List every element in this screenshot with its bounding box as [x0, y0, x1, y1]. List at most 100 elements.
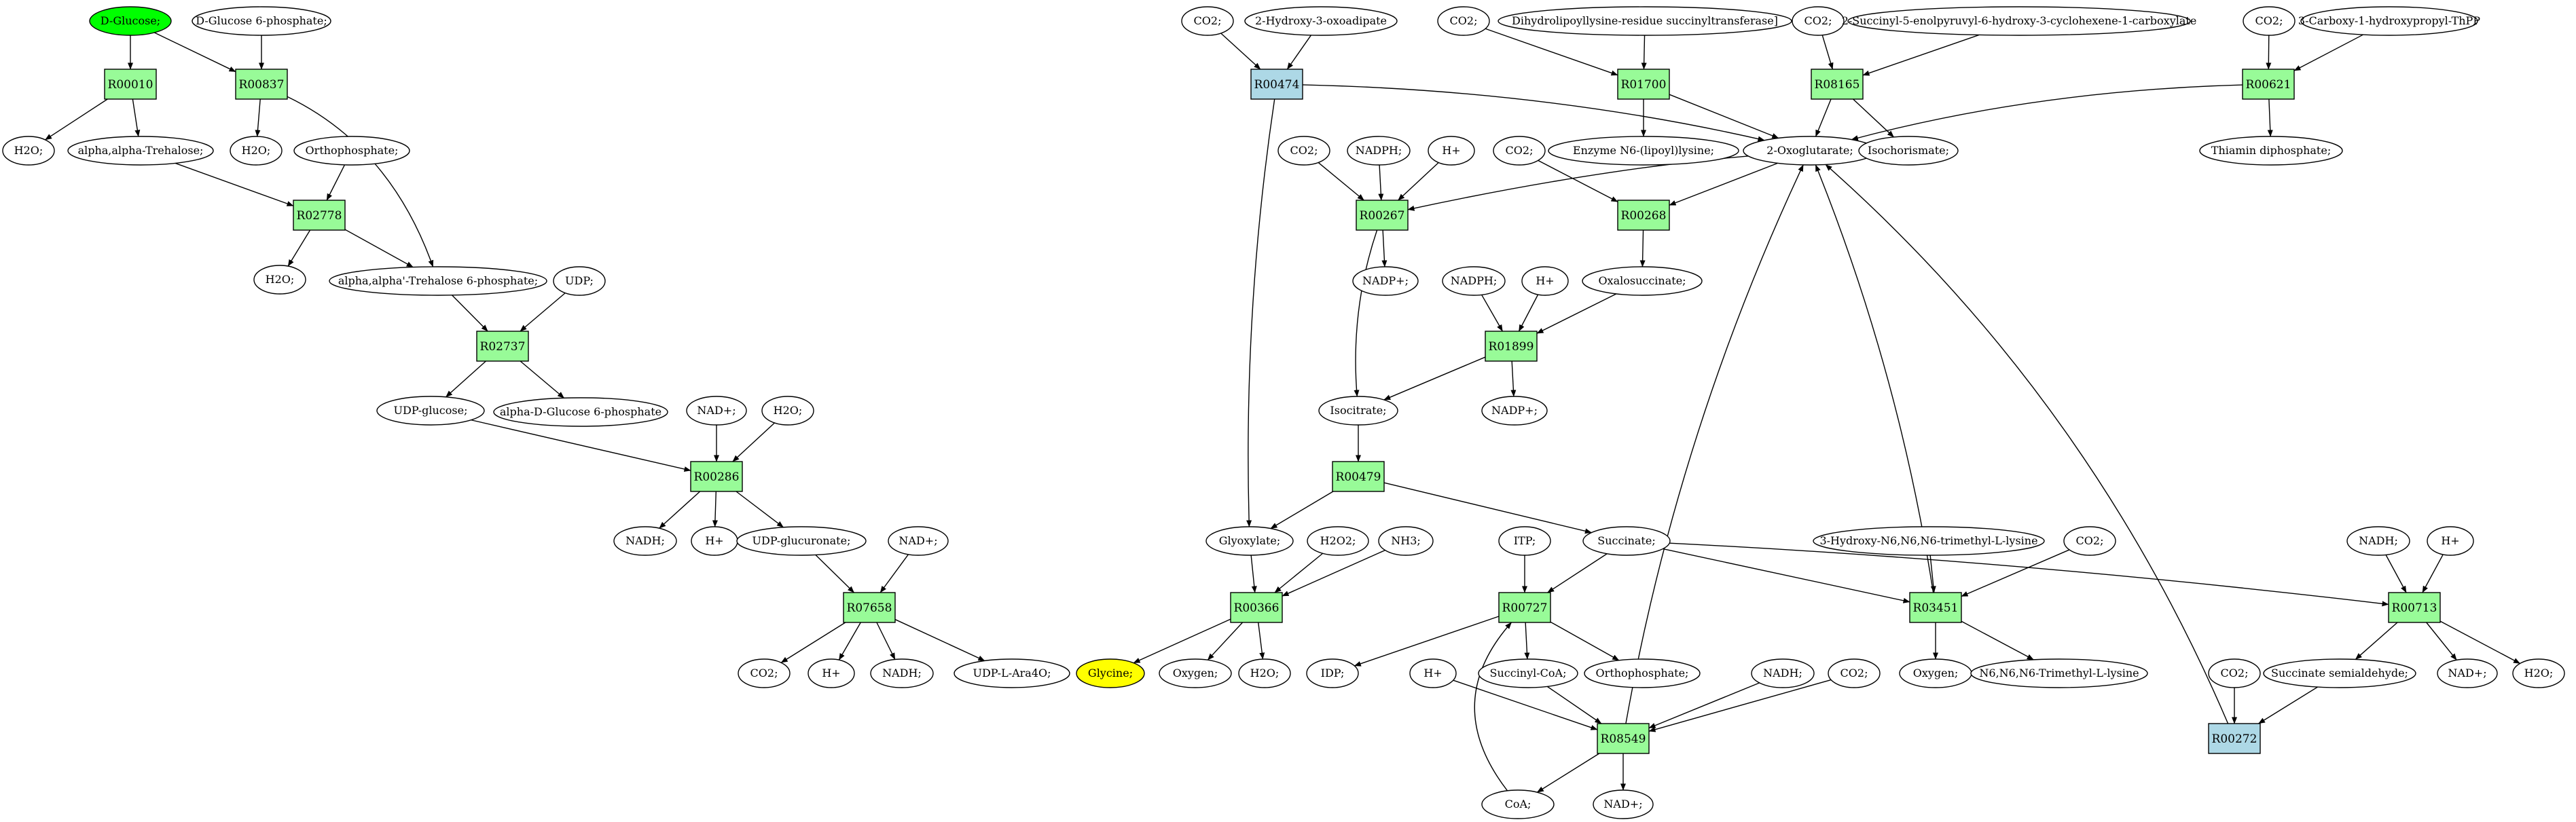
reaction-r00621[interactable]: R00621: [2242, 69, 2295, 100]
reaction-r01899[interactable]: R01899: [1485, 331, 1538, 362]
metabolite-h-e[interactable]: H+: [2427, 526, 2474, 556]
reaction-label: R02778: [297, 209, 342, 223]
metabolite-label: CO2;: [2221, 667, 2249, 679]
metabolite-nh3[interactable]: NH3;: [1378, 526, 1434, 556]
metabolite-nad-d[interactable]: NAD+;: [1593, 789, 1654, 819]
metabolite-co2-a[interactable]: CO2;: [738, 658, 791, 688]
reaction-r00272[interactable]: R00272: [2208, 723, 2261, 754]
metabolite-succinyl-coa[interactable]: Succinyl-CoA;: [1478, 658, 1578, 688]
metabolite-co2-h[interactable]: CO2;: [2063, 526, 2116, 556]
metabolite-udp-glucuronate[interactable]: UDP-glucuronate;: [736, 526, 867, 556]
metabolite-oxygen-b[interactable]: Oxygen;: [1899, 658, 1972, 688]
metabolite-co2-b[interactable]: CO2;: [1181, 6, 1234, 36]
metabolite-hydroxy-oxoadipate[interactable]: 2-Hydroxy-3-oxoadipate: [1244, 6, 1398, 36]
reaction-r08165[interactable]: R08165: [1811, 69, 1864, 100]
reaction-r03451[interactable]: R03451: [1909, 592, 1962, 623]
metabolite-carboxy-hydroxypropyl-thpp[interactable]: 3-Carboxy-1-hydroxypropyl-ThPP: [2298, 6, 2480, 36]
metabolite-glycine[interactable]: Glycine;: [1076, 658, 1145, 688]
reaction-r02737[interactable]: R02737: [476, 331, 529, 362]
metabolite-nadph-b[interactable]: NADPH;: [1442, 266, 1506, 296]
metabolite-h2o-c[interactable]: H2O;: [253, 265, 306, 295]
metabolite-nadh-c[interactable]: NADH;: [2346, 526, 2410, 556]
metabolite-label: H+: [822, 667, 840, 679]
reaction-box: [843, 592, 896, 623]
reaction-r02778[interactable]: R02778: [293, 200, 346, 231]
metabolite-h2o-e[interactable]: H2O;: [1238, 658, 1291, 688]
metabolite-trimethyllysine[interactable]: N6,N6,N6-Trimethyl-L-lysine: [1970, 658, 2148, 688]
metabolite-nad-b[interactable]: NAD+;: [888, 526, 949, 556]
metabolite-nadh-d[interactable]: NADH;: [1751, 658, 1815, 688]
metabolite-udp-l-ara4o[interactable]: UDP-L-Ara4O;: [954, 658, 1070, 688]
reaction-r00267[interactable]: R00267: [1356, 200, 1409, 231]
metabolite-oxygen-a[interactable]: Oxygen;: [1159, 658, 1232, 688]
reaction-r00366[interactable]: R00366: [1230, 592, 1283, 623]
reaction-r00268[interactable]: R00268: [1617, 200, 1670, 231]
metabolite-co2-g[interactable]: CO2;: [1493, 136, 1546, 166]
metabolite-h2o-b[interactable]: H2O;: [230, 136, 283, 166]
edge-d_glucose-to-R00837: [153, 32, 236, 73]
metabolite-h2o-a[interactable]: H2O;: [2, 136, 55, 166]
reaction-box: [293, 200, 346, 231]
metabolite-nad-a[interactable]: NAD+;: [686, 396, 747, 426]
metabolite-alpha-d-glucose-6p[interactable]: alpha-D-Glucose 6-phosphate: [493, 397, 668, 427]
metabolite-nadh-a[interactable]: NADH;: [613, 526, 677, 556]
metabolite-h2o-d[interactable]: H2O;: [761, 396, 814, 426]
reaction-r01700[interactable]: R01700: [1617, 69, 1670, 100]
metabolite-succinate-semialdehyde[interactable]: Succinate semialdehyde;: [2263, 658, 2416, 688]
metabolite-trehalose[interactable]: alpha,alpha-Trehalose;: [67, 136, 214, 166]
reaction-r07658[interactable]: R07658: [843, 592, 896, 623]
metabolite-isochorismate[interactable]: Isochorismate;: [1858, 136, 1959, 166]
reaction-r00713[interactable]: R00713: [2388, 592, 2441, 623]
metabolite-co2-i[interactable]: CO2;: [2208, 658, 2261, 688]
metabolite-nadh-b[interactable]: NADH;: [870, 658, 934, 688]
metabolite-udp-glucose[interactable]: UDP-glucose;: [376, 396, 485, 426]
reaction-r08549[interactable]: R08549: [1597, 723, 1650, 754]
metabolite-trimethyllysine-hydroxy[interactable]: 3-Hydroxy-N6,N6,N6-trimethyl-L-lysine: [1813, 526, 2045, 556]
metabolite-d-glucose-6p[interactable]: D-Glucose 6-phosphate;: [192, 6, 331, 36]
metabolite-co2-f[interactable]: CO2;: [1277, 136, 1330, 166]
edge-R00267-to-nadp_a: [1381, 229, 1387, 267]
metabolite-isocitrate[interactable]: Isocitrate;: [1318, 396, 1398, 426]
metabolite-h2o2[interactable]: H2O2;: [1307, 526, 1369, 556]
metabolite-nadph-a[interactable]: NADPH;: [1347, 136, 1411, 166]
metabolite-nadp-a[interactable]: NADP+;: [1352, 266, 1419, 296]
metabolite-trehalose-6p[interactable]: alpha,alpha'-Trehalose 6-phosphate;: [329, 266, 547, 296]
metabolite-idp[interactable]: IDP;: [1306, 658, 1359, 688]
metabolite-shape: [1428, 136, 1475, 166]
metabolite-h-f[interactable]: H+: [1409, 658, 1457, 688]
metabolite-oxoglutarate[interactable]: 2-Oxoglutarate;: [1743, 136, 1877, 166]
metabolite-co2-d[interactable]: CO2;: [1792, 6, 1845, 36]
metabolite-succinyl-enolpyruvyl[interactable]: 2-Succinyl-5-enolpyruvyl-6-hydroxy-3-cyc…: [1842, 6, 2197, 36]
metabolite-label: Succinate semialdehyde;: [2271, 667, 2408, 679]
metabolite-h-a[interactable]: H+: [691, 526, 738, 556]
metabolite-orthophosphate-a[interactable]: Orthophosphate;: [293, 136, 410, 166]
reaction-r00286[interactable]: R00286: [690, 461, 743, 492]
metabolite-succinate[interactable]: Succinate;: [1582, 526, 1671, 556]
metabolite-h2o-f[interactable]: H2O;: [2512, 658, 2565, 688]
metabolite-orthophosphate-b[interactable]: Orthophosphate;: [1584, 658, 1701, 688]
metabolite-enzyme-lipoyllysine[interactable]: Enzyme N6-(lipoyl)lysine;: [1548, 136, 1739, 166]
reaction-r00837[interactable]: R00837: [235, 69, 288, 100]
metabolite-udp[interactable]: UDP;: [553, 266, 606, 296]
metabolite-co2-e[interactable]: CO2;: [2243, 6, 2296, 36]
metabolite-h-c[interactable]: H+: [1428, 136, 1475, 166]
reaction-r00479[interactable]: R00479: [1332, 461, 1385, 492]
metabolite-oxalosuccinate[interactable]: Oxalosuccinate;: [1582, 266, 1703, 296]
metabolite-nad-c[interactable]: NAD+;: [2437, 658, 2498, 688]
metabolite-h-b[interactable]: H+: [808, 658, 855, 688]
metabolite-thiamin-diphosphate[interactable]: Thiamin diphosphate;: [2199, 136, 2343, 166]
metabolite-d-glucose[interactable]: D-Glucose;: [89, 6, 172, 36]
metabolite-coa[interactable]: CoA;: [1481, 789, 1555, 819]
reaction-r00727[interactable]: R00727: [1498, 592, 1551, 623]
reaction-r00474[interactable]: R00474: [1250, 69, 1303, 100]
metabolite-nadp-b[interactable]: NADP+;: [1481, 396, 1548, 426]
metabolite-co2-c[interactable]: CO2;: [1437, 6, 1490, 36]
reaction-r00010[interactable]: R00010: [104, 69, 157, 100]
metabolite-shape: [493, 397, 668, 427]
metabolite-glyoxylate[interactable]: Glyoxylate;: [1205, 526, 1294, 556]
metabolite-label: NADP+;: [1362, 274, 1409, 287]
metabolite-dihydrolipoyllysine[interactable]: Dihydrolipoyllysine-residue succinyltran…: [1498, 6, 1792, 36]
metabolite-h-d[interactable]: H+: [1521, 266, 1569, 296]
metabolite-co2-j[interactable]: CO2;: [1828, 658, 1881, 688]
metabolite-itp[interactable]: ITP;: [1498, 526, 1551, 556]
